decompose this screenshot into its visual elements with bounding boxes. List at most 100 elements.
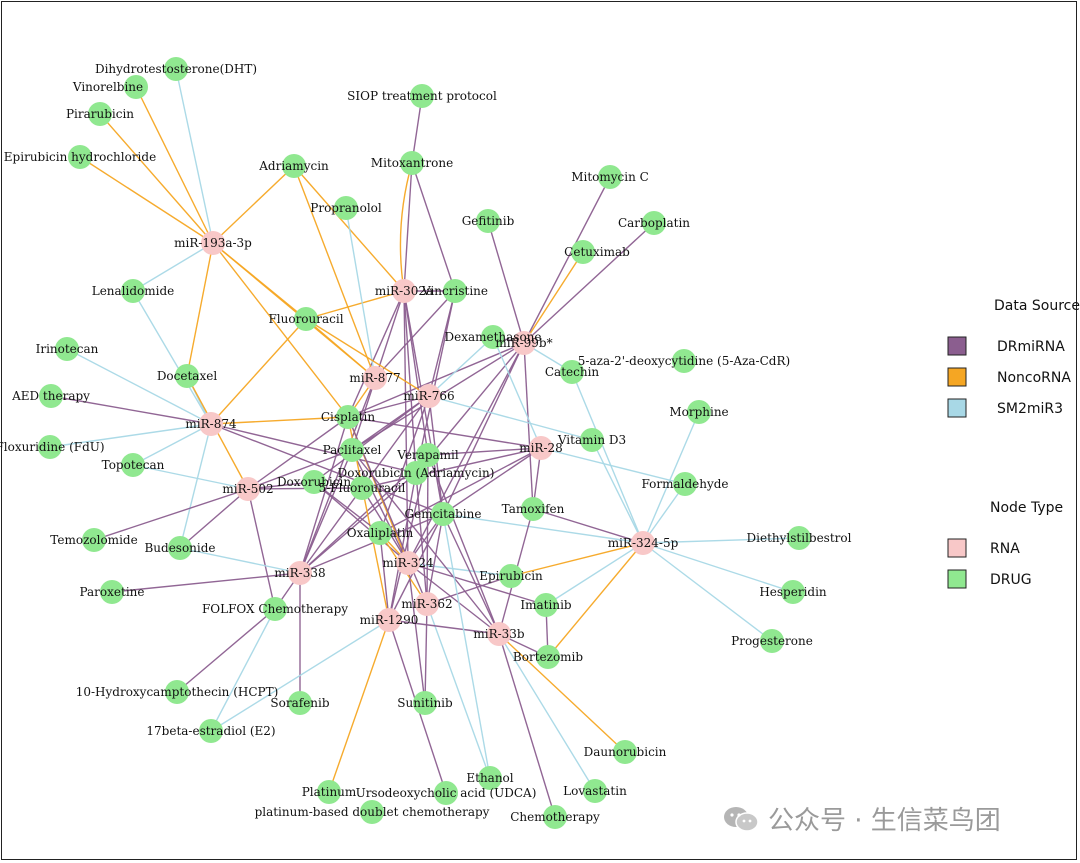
drug-node-17beta-estradiol-e2 [199, 719, 223, 743]
rna-label-mir-874: miR-874 [185, 417, 237, 431]
drug-label-platinum-based-doublet-chemotherapy: platinum-based doublet chemotherapy [255, 805, 490, 819]
edge-mir-28-formaldehyde [540, 447, 686, 485]
edge-mir-362-verapamil [426, 454, 429, 605]
edge-mir-362-sunitinib [424, 603, 428, 704]
edge-mir-362-ethanol [426, 603, 491, 779]
edge-mitoxantrone-vincristine [411, 162, 456, 292]
drug-node-diethylstilbestrol [787, 526, 811, 550]
edge-mir-302a-mitoxantrone [403, 162, 413, 292]
legend-swatch-rna [947, 538, 967, 558]
edge-mir-877-propranolol [345, 207, 376, 379]
edge-mir-766-doxorubicin [313, 395, 430, 483]
edge-mir-877-mir-338 [299, 377, 376, 574]
drug-label-mitoxantrone: Mitoxantrone [371, 156, 453, 170]
drug-node-doxorubicin [302, 470, 326, 494]
edge-mir-302a-doxorubicin-adriamycin [403, 290, 417, 474]
edge-mir-502-topotecan [132, 464, 249, 490]
drug-label-siop-treatment-protocol: SIOP treatment protocol [347, 89, 497, 103]
edge-mir-877-adriamycin [293, 165, 376, 379]
edge-mir-99b-gefitinib [487, 220, 525, 344]
legend-label-sm2mir3: SM2miR3 [997, 401, 1063, 417]
edge-mir-1290-17beta-estradiol-e2 [210, 619, 390, 732]
edge-mir-324-paclitaxel [351, 449, 409, 564]
drug-node-dexamethasone [481, 325, 505, 349]
edge-mir-193a-3p-pirarubicin [99, 113, 214, 244]
edge-mir-502-budesonide [179, 488, 249, 549]
drug-label-gefitinib: Gefitinib [462, 214, 515, 228]
edge-mir-99b-gemcitabine [442, 342, 525, 515]
edge-mir-193a-3p-lenalidomide [132, 242, 214, 292]
drug-node-paroxetine [100, 580, 124, 604]
drug-label-gemcitabine: Gemcitabine [405, 507, 482, 521]
edge-mir-28-gemcitabine [442, 447, 542, 515]
edge-mir-324-5p-vitamin-d3 [591, 439, 644, 544]
edge-mir-874-gemcitabine [210, 423, 444, 515]
legend-swatch-sm2mir3 [947, 398, 967, 418]
drug-label-doxorubicin-adriamycin: Doxorubicin (Adriamycin) [338, 466, 495, 480]
edge-mir-1290-platinum [328, 619, 390, 793]
legend-source-title: Data Source [994, 298, 1080, 314]
edge-mir-1290-oxaliplatin [379, 532, 390, 621]
edge-mir-302a-verapamil [403, 290, 429, 456]
wechat-icon [722, 805, 760, 833]
rna-label-mir-338: miR-338 [274, 566, 325, 580]
legend-swatch-noncorna [947, 367, 967, 387]
drug-node-lovastatin [583, 779, 607, 803]
rna-label-mir-302a: miR-302a [375, 284, 433, 298]
rna-label-mir-324: miR-324 [382, 556, 434, 570]
edge-mir-99b-mitomycin-c [523, 176, 611, 344]
edge-mir-324-5p-gemcitabine [442, 513, 644, 544]
drug-node-aed-therapy [39, 384, 63, 408]
rna-node-mir-338 [288, 561, 312, 585]
drug-node-budesonide [168, 536, 192, 560]
drug-node-catechin [560, 360, 584, 384]
legend-label-noncorna: NoncoRNA [997, 370, 1071, 386]
drug-node-paclitaxel [340, 438, 364, 462]
node-layer [38, 57, 811, 829]
edge-mir-502-cisplatin [247, 416, 349, 490]
drug-node-sorafenib [288, 691, 312, 715]
drug-node-daunorubicin [613, 740, 637, 764]
drug-label-progesterone: Progesterone [731, 634, 813, 648]
drug-label-pirarubicin: Pirarubicin [66, 107, 134, 121]
drug-node-chemotherapy [543, 805, 567, 829]
drug-node-topotecan [121, 453, 145, 477]
drug-node-imatinib [534, 593, 558, 617]
rna-node-mir-99b [512, 331, 536, 355]
rna-node-mir-362 [415, 592, 439, 616]
drug-node-morphine [687, 400, 711, 424]
rna-node-mir-766 [417, 384, 441, 408]
drug-label-5-fluorouracil: 5-Fluorouracil [319, 481, 406, 495]
rna-label-mir-502: miR-502 [222, 482, 273, 496]
edge-mir-99b-carboplatin [523, 222, 655, 344]
drug-label-doxorubicin: Doxorubicin [277, 475, 351, 489]
label-layer: Dihydrotestosterone(DHT)VinorelbinePirar… [0, 62, 852, 824]
drug-label-paroxetine: Paroxetine [79, 585, 144, 599]
drug-label-mitomycin-c: Mitomycin C [571, 170, 649, 184]
edge-mir-324-5p-epirubicin [510, 542, 644, 577]
legend-type-title: Node Type [990, 500, 1063, 516]
drug-node-verapamil [416, 443, 440, 467]
edge-mir-324-5p-hesperidin [642, 542, 794, 593]
drug-node-floxuridine-fdu [38, 435, 62, 459]
rna-label-mir-1290: miR-1290 [360, 613, 419, 627]
drug-node-docetaxel [175, 364, 199, 388]
drug-label-lovastatin: Lovastatin [563, 784, 627, 798]
edge-mir-193a-3p-adriamycin [212, 165, 295, 244]
drug-label-topotecan: Topotecan [102, 458, 165, 472]
drug-node-sunitinib [413, 691, 437, 715]
drug-label-5-aza-2-deoxycytidine-5-aza-cdr: 5-aza-2'-deoxycytidine (5-Aza-CdR) [578, 354, 790, 368]
drug-node-bortezomib [536, 645, 560, 669]
rna-node-mir-28 [529, 436, 553, 460]
drug-node-temozolomide [82, 528, 106, 552]
edge-folfox-chemotherapy-17beta-estradiol-e2 [210, 608, 276, 732]
edge-mir-874-topotecan [132, 423, 212, 466]
edge-mir-99b-tamoxifen [523, 342, 534, 510]
edge-mir-324-5p-imatinib [545, 542, 644, 606]
edge-mir-874-budesonide [179, 423, 212, 549]
drug-node-vinorelbine [124, 75, 148, 99]
drug-node-epirubicin [499, 564, 523, 588]
drug-label-adriamycin: Adriamycin [258, 159, 329, 173]
drug-node-tamoxifen [521, 497, 545, 521]
